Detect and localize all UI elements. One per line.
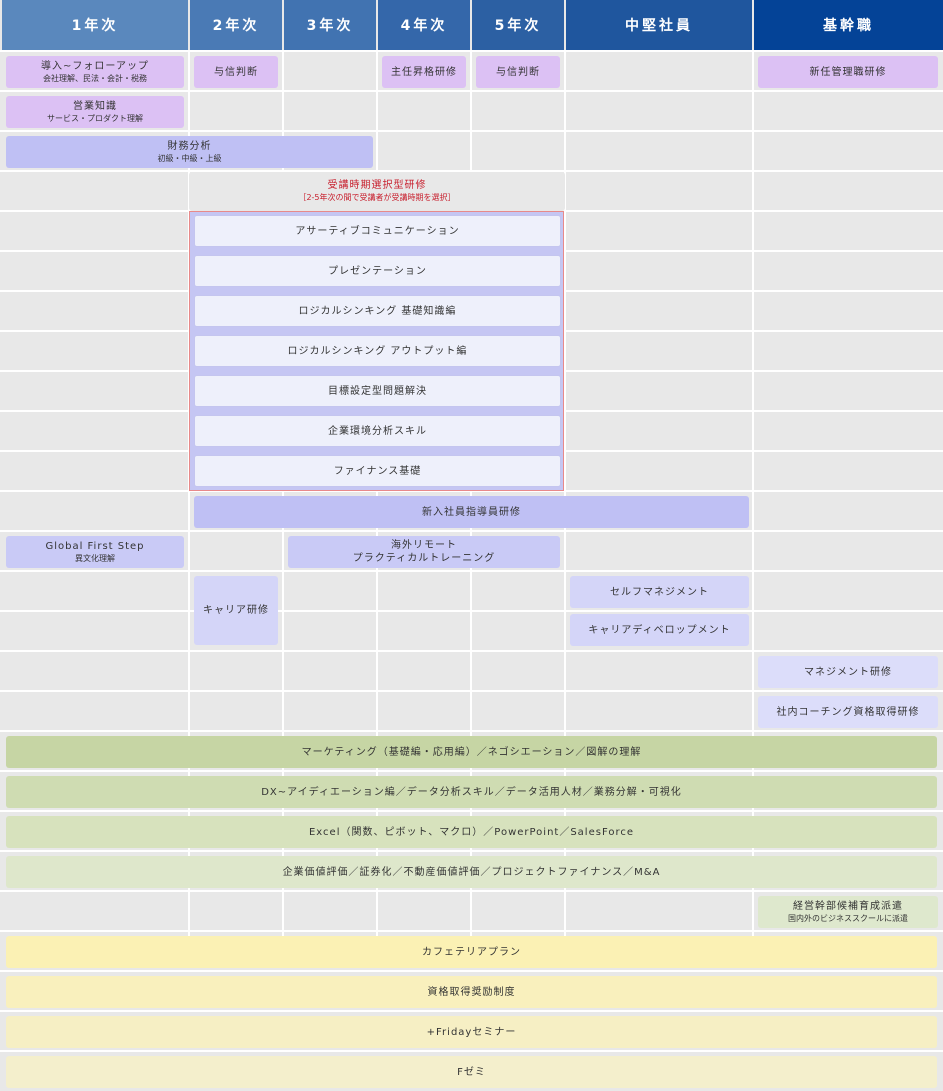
grid-line	[0, 970, 943, 972]
elective-sub: ［2-5年次の間で受講者が受講時期を選択］	[298, 193, 456, 202]
grid-line	[0, 530, 943, 532]
course-self-management: セルフマネジメント	[570, 576, 749, 608]
grid-line	[0, 490, 943, 492]
grid-line	[0, 930, 943, 932]
header-management: 基幹職	[754, 0, 943, 50]
grid-line	[282, 50, 284, 936]
grid-line	[0, 1010, 943, 1012]
grid-line	[0, 690, 943, 692]
course-management: マネジメント研修	[758, 656, 938, 688]
course-sub: 会社理解、民法・会計・税務	[43, 73, 147, 83]
course-sub: 初級・中級・上級	[157, 153, 222, 163]
course-marketing: マーケティング（基礎編・応用編）／ネゴシエーション／図解の理解	[6, 736, 937, 768]
course-mentor: 新入社員指導員研修	[194, 496, 749, 528]
grid-line	[0, 130, 943, 132]
course-title: プラクティカルトレーニング	[352, 553, 496, 564]
course-intro: 導入~フォローアップ会社理解、民法・会計・税務	[6, 56, 184, 88]
grid-line	[0, 610, 943, 612]
course-career: キャリア研修	[194, 576, 278, 645]
grid-line	[0, 50, 943, 52]
course-valuation: 企業価値評価／証券化／不動産価値評価／プロジェクトファイナンス／M&A	[6, 856, 937, 888]
course-coaching: 社内コーチング資格取得研修	[758, 696, 938, 728]
elective-course: 企業環境分析スキル	[194, 415, 561, 447]
course-excel: Excel（関数、ピボット、マクロ）／PowerPoint／SalesForce	[6, 816, 937, 848]
course-sub: サービス・プロダクト理解	[47, 113, 143, 123]
course-title: 財務分析	[167, 140, 212, 152]
header-year-3: 3年次	[284, 0, 376, 50]
elective-heading: 受講時期選択型研修 ［2-5年次の間で受講者が受講時期を選択］	[189, 172, 565, 211]
course-title: 営業知識	[73, 100, 117, 112]
course-credit-y5: 与信判断	[476, 56, 560, 88]
course-sub: 異文化理解	[75, 553, 115, 563]
elective-course: ロジカルシンキング アウトプット編	[194, 335, 561, 367]
course-overseas: 海外リモートプラクティカルトレーニング	[288, 536, 560, 568]
elective-course: プレゼンテーション	[194, 255, 561, 287]
course-dx: DX~アイディエーション編／データ分析スキル／データ活用人材／業務分解・可視化	[6, 776, 937, 808]
grid-line	[470, 50, 472, 936]
course-new-manager: 新任管理職研修	[758, 56, 938, 88]
course-title: 導入~フォローアップ	[41, 60, 149, 72]
program-fzemi: Fゼミ	[6, 1056, 937, 1088]
grid-line	[0, 90, 943, 92]
grid-line	[0, 170, 943, 172]
program-license: 資格取得奨励制度	[6, 976, 937, 1008]
grid-line	[0, 770, 943, 772]
elective-course: ファイナンス基礎	[194, 455, 561, 487]
grid-line	[0, 850, 943, 852]
course-sales: 営業知識サービス・プロダクト理解	[6, 96, 184, 128]
grid-line	[0, 810, 943, 812]
grid-line	[0, 1050, 943, 1052]
grid-line	[752, 50, 754, 936]
grid-line	[0, 650, 943, 652]
elective-course: アサーティブコミュニケーション	[194, 215, 561, 247]
course-promotion: 主任昇格研修	[382, 56, 466, 88]
course-title: 海外リモート	[391, 540, 457, 551]
header-year-1: 1年次	[2, 0, 188, 50]
elective-course: ロジカルシンキング 基礎知識編	[194, 295, 561, 327]
elective-course: 目標設定型問題解決	[194, 375, 561, 407]
header-year-4: 4年次	[378, 0, 470, 50]
program-friday-seminar: +Fridayセミナー	[6, 1016, 937, 1048]
program-cafeteria: カフェテリアプラン	[6, 936, 937, 968]
header-year-5: 5年次	[472, 0, 564, 50]
course-sub: 国内外のビジネススクールに派遣	[788, 913, 908, 923]
course-title: Global First Step	[45, 540, 145, 552]
elective-title: 受講時期選択型研修	[327, 180, 427, 191]
grid-line	[0, 570, 943, 572]
course-credit-y2: 与信判断	[194, 56, 278, 88]
course-career-development: キャリアディベロップメント	[570, 614, 749, 646]
course-executive: 経営幹部候補育成派遣国内外のビジネススクールに派遣	[758, 896, 938, 928]
course-title: 経営幹部候補育成派遣	[793, 900, 903, 912]
header-mid-level: 中堅社員	[566, 0, 752, 50]
grid-line	[564, 50, 566, 936]
header-year-2: 2年次	[190, 0, 282, 50]
grid-line	[188, 50, 190, 936]
grid-line	[376, 50, 378, 936]
grid-line	[0, 890, 943, 892]
grid-line	[0, 730, 943, 732]
course-finance: 財務分析初級・中級・上級	[6, 136, 373, 168]
